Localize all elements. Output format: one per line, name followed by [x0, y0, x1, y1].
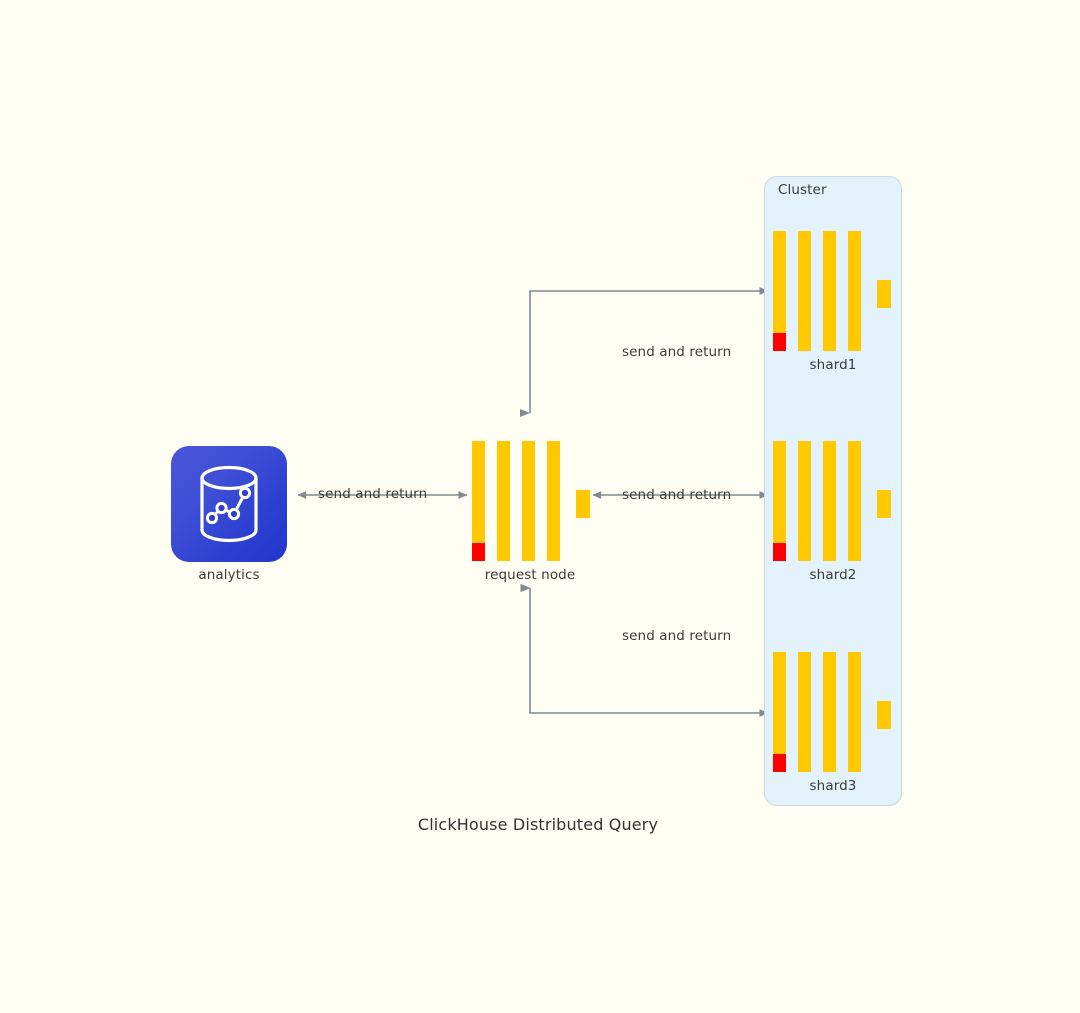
node-bar-3 [522, 441, 535, 561]
analytics-database-icon [200, 465, 258, 543]
diagram-caption-text: ClickHouse Distributed Query [417, 815, 659, 834]
shard3-bars [773, 652, 891, 772]
node-chip [877, 701, 891, 729]
edge-label-client-to-request: send and return [318, 486, 428, 502]
request-node-bars [472, 441, 590, 561]
shard1-bars [773, 231, 891, 351]
node-bar-4 [848, 441, 861, 561]
node-bar-2 [798, 231, 811, 351]
request-node-label: request node [484, 567, 576, 583]
node-bar-1 [773, 231, 786, 351]
node-bar-1-active-segment [773, 333, 786, 351]
node-bar-1 [773, 652, 786, 772]
shard1-label: shard1 [809, 357, 857, 373]
analytics-label: analytics [198, 567, 260, 583]
shard-node-2[interactable] [773, 441, 891, 561]
node-bar-1 [472, 441, 485, 561]
shard3-label: shard3 [809, 778, 857, 794]
edge-label-request-to-shard2: send and return [622, 487, 732, 503]
edge-label-request-to-shard3: send and return [622, 628, 732, 644]
node-bar-3 [823, 231, 836, 351]
node-bar-3 [823, 652, 836, 772]
node-bar-2 [497, 441, 510, 561]
node-bar-2 [798, 652, 811, 772]
node-bar-4 [848, 652, 861, 772]
diagram-caption: ClickHouse Distributed Query [0, 815, 1080, 834]
node-bar-4 [547, 441, 560, 561]
node-bar-2 [798, 441, 811, 561]
node-chip [877, 280, 891, 308]
edge-request-to-shard3 [520, 583, 769, 717]
node-bar-1-active-segment [773, 543, 786, 561]
node-bar-1-active-segment [773, 754, 786, 772]
node-bar-3 [823, 441, 836, 561]
node-chip [576, 490, 590, 518]
request-node[interactable] [472, 441, 590, 561]
node-chip [877, 490, 891, 518]
analytics-icon[interactable] [171, 446, 287, 562]
shard-node-1[interactable] [773, 231, 891, 351]
shard-node-3[interactable] [773, 652, 891, 772]
node-bar-4 [848, 231, 861, 351]
edge-label-request-to-shard1: send and return [622, 344, 732, 360]
node-bar-1 [773, 441, 786, 561]
node-bar-1-active-segment [472, 543, 485, 561]
cluster-title: Cluster [778, 182, 827, 198]
shard2-label: shard2 [809, 567, 857, 583]
shard2-bars [773, 441, 891, 561]
